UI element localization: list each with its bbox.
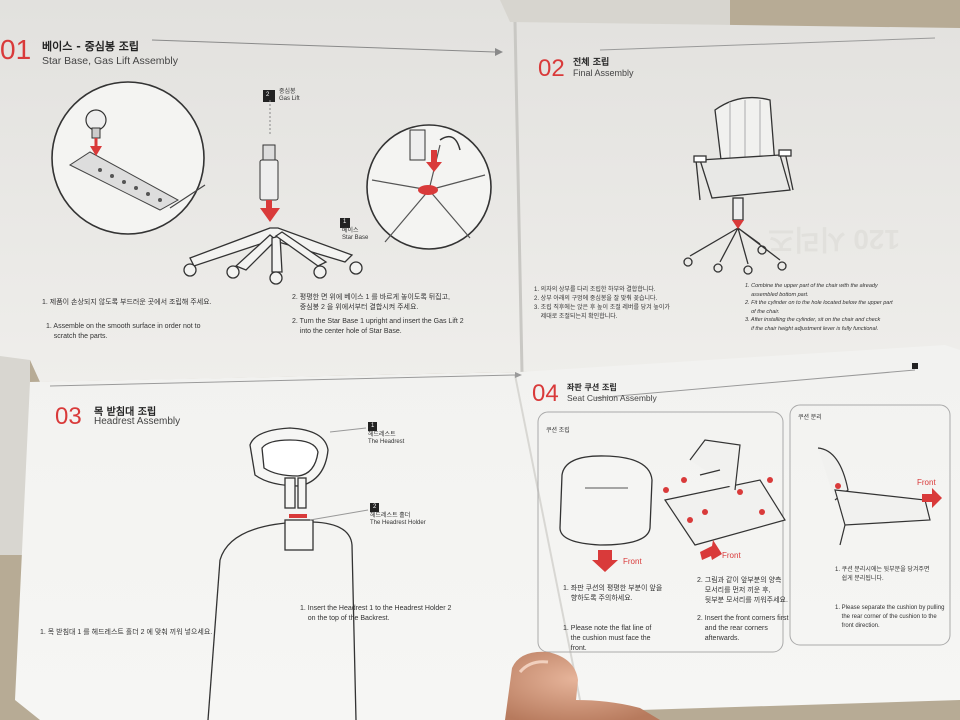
panel-cushion-removal <box>789 404 951 646</box>
panel-a-title: 쿠션 조립 <box>546 428 570 434</box>
front-label-seat: Front <box>722 551 741 560</box>
section-01-step1-en: 1. Assemble on the smooth surface in ord… <box>46 323 201 340</box>
chair-drawing <box>683 96 794 275</box>
headrest-label: 헤드레스트 The Headrest <box>368 432 405 445</box>
bottom-sheet <box>15 345 960 720</box>
section-04-step2-ko: 2. 그림과 같이 앞부분의 양측 모서리를 먼저 끼운 후, 뒷부분 모서리를… <box>697 577 788 604</box>
section-01-number: 01 <box>0 34 32 65</box>
section-01-step2-ko: 2. 평평한 면 위에 베이스 1 를 바르게 놓이도록 뒤집고, 중심봉 2 … <box>292 294 450 311</box>
section-02-title-ko: 전체 조립 <box>573 58 610 68</box>
watermark-text: 120 시리즈 <box>768 224 900 255</box>
star-base-number: 1 <box>343 219 347 225</box>
star-base-label: 베이스 Star Base <box>342 228 369 241</box>
section-04-step3-ko: 1. 쿠션 분리시에는 뒷부분을 당겨주면 쉽게 분리됩니다. <box>835 567 930 582</box>
section-02-steps-en: 1. Combine the upper part of the chair w… <box>745 283 893 332</box>
bottom-fold <box>514 374 581 701</box>
panel-cushion-assembly <box>537 411 784 653</box>
section-03-step-ko: 1. 목 받침대 1 를 헤드레스트 홀더 2 에 맞춰 끼워 넣으세요. <box>40 629 213 636</box>
front-label-cushion: Front <box>623 557 642 566</box>
section-02-title-en: Final Assembly <box>573 68 634 78</box>
section-04-step1-ko: 1. 좌판 쿠션의 평평한 부분이 앞을 향하도록 주의하세요. <box>563 585 663 602</box>
top-fold <box>513 21 524 373</box>
headrest-holder-number: 2 <box>373 504 377 510</box>
section-04-step1-en: 1. Please note the flat line of the cush… <box>563 625 652 652</box>
gas-lift-label: 중심봉 Gas Lift <box>279 89 300 102</box>
section-03-step-en: 1. Insert the Headrest 1 to the Headrest… <box>300 605 452 622</box>
section-04-step3-en: 1. Please separate the cushion by pullin… <box>835 605 945 629</box>
section-01-title-ko: 베이스 - 중심봉 조립 <box>42 40 140 53</box>
section-01-step1-ko: 1. 제품이 손상되지 않도록 부드러운 곳에서 조립해 주세요. <box>42 299 212 306</box>
headrest-number: 1 <box>371 423 375 429</box>
section-03-title-en: Headrest Assembly <box>94 416 181 427</box>
gas-lift-number: 2 <box>266 92 270 98</box>
section-04-title-ko: 좌판 쿠션 조립 <box>567 383 617 392</box>
headrest-holder-label: 헤드레스트 홀더 The Headrest Holder <box>370 513 426 526</box>
chair-seat-drawing <box>664 439 786 546</box>
headrest-drawing <box>207 427 357 720</box>
section-01-title-en: Star Base, Gas Lift Assembly <box>42 55 178 67</box>
star-base-drawing <box>183 227 363 285</box>
section-02-steps-ko: 1. 의자의 상부를 다리 조립한 하부와 결합합니다. 2. 상부 아래의 구… <box>534 287 670 320</box>
panel-b-title: 쿠션 분리 <box>798 415 822 421</box>
section-03-title-ko: 목 받침대 조립 <box>94 407 157 418</box>
section-04-title-en: Seat Cushion Assembly <box>567 393 657 403</box>
cushion-drawing <box>559 455 653 546</box>
detail-circle-caster <box>51 81 205 235</box>
section-04-step2-en: 2. Insert the front corners first and th… <box>697 615 789 642</box>
photographer-thumb <box>505 651 660 720</box>
section-02-number: 02 <box>538 55 565 82</box>
section-01-step2-en: 2. Turn the Star Base 1 upright and inse… <box>292 318 464 335</box>
section-04-number: 04 <box>532 380 559 407</box>
section-03-number: 03 <box>55 403 82 430</box>
front-label-side: Front <box>917 478 936 487</box>
